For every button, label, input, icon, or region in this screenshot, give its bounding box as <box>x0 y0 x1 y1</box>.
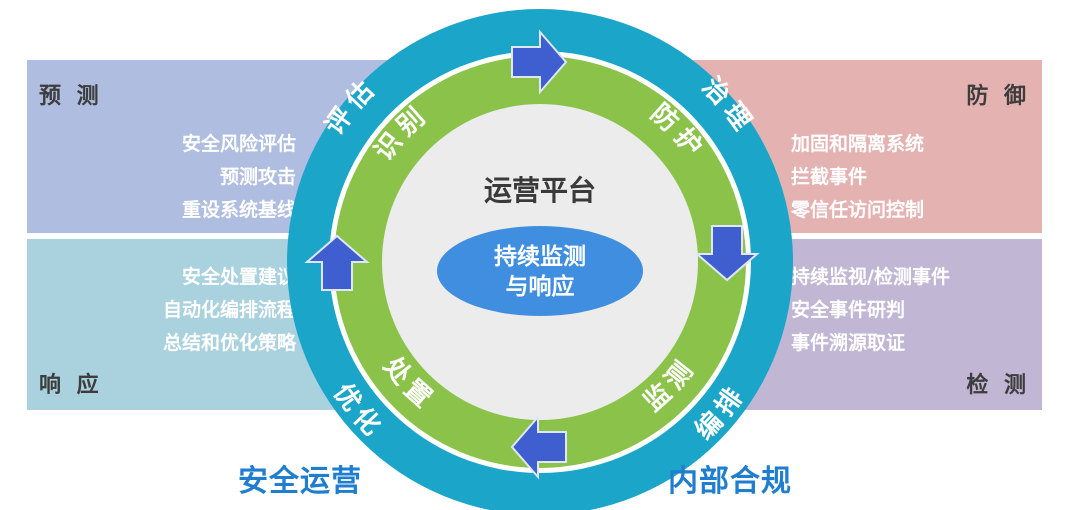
detect-title: 检 测 <box>966 373 1030 398</box>
detect-item: 持续监视/检测事件 <box>791 266 950 288</box>
defend-item: 加固和隔离系统 <box>791 133 925 155</box>
defend-list: 加固和隔离系统 拦截事件 零信任访问控制 <box>791 128 924 227</box>
arrow-right-icon <box>511 29 568 95</box>
respond-item: 自动化编排流程 <box>162 299 296 321</box>
detect-item: 事件溯源取证 <box>791 332 906 354</box>
arrow-up-icon <box>304 234 370 291</box>
arrow-left-icon <box>510 414 567 480</box>
core-line-1: 持续监测 <box>494 243 586 270</box>
defend-title: 防 御 <box>966 84 1030 109</box>
compliance-label: 内部合规 <box>668 464 792 499</box>
predict-list: 安全风险评估 预测攻击 重设系统基线 <box>182 128 296 227</box>
detect-item: 安全事件研判 <box>791 299 906 321</box>
core-ellipse <box>437 226 643 316</box>
security-ops-label: 安全运营 <box>238 464 362 499</box>
defend-item: 零信任访问控制 <box>791 199 925 221</box>
predict-item: 预测攻击 <box>219 166 296 188</box>
respond-item: 总结和优化策略 <box>162 332 296 354</box>
respond-list: 安全处置建议 自动化编排流程 总结和优化策略 <box>163 261 296 360</box>
defend-item: 拦截事件 <box>791 166 868 188</box>
detect-list: 持续监视/检测事件 安全事件研判 事件溯源取证 <box>791 261 950 360</box>
predict-item: 安全风险评估 <box>181 133 296 155</box>
respond-title: 响 应 <box>39 373 103 398</box>
respond-item: 安全处置建议 <box>181 266 296 288</box>
arrow-down-icon <box>694 225 760 282</box>
platform-title: 运营平台 <box>484 174 596 207</box>
predict-item: 重设系统基线 <box>181 199 296 221</box>
predict-title: 预 测 <box>39 84 103 109</box>
core-line-2: 与响应 <box>506 273 575 300</box>
